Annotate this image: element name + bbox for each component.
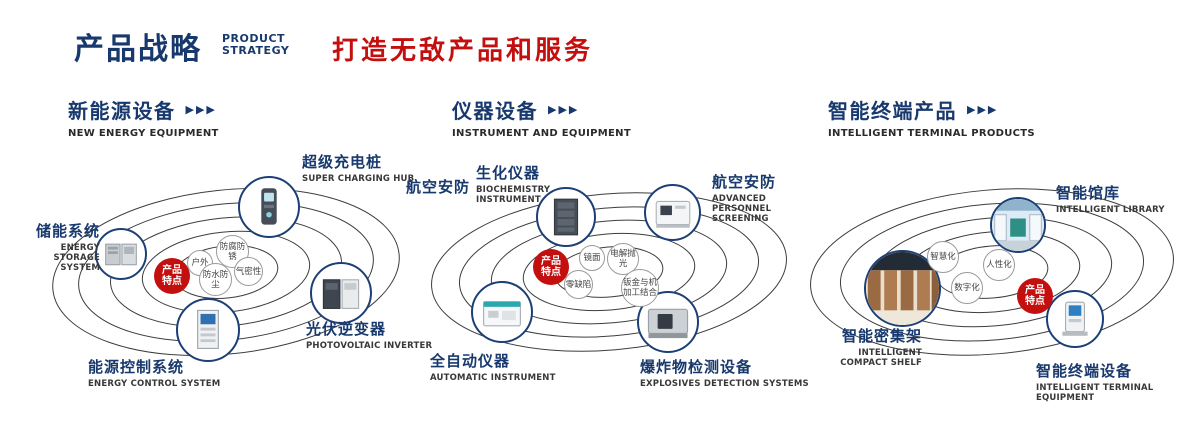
label-automatic: 全自动仪器 AUTOMATIC INSTRUMENT [430, 352, 556, 383]
triple-arrow-icon: ▶▶▶ [967, 103, 999, 116]
label-screening: 航空安防 ADVANCED PERSONNEL SCREENING [712, 173, 777, 224]
biochemistry-rack-image [553, 198, 579, 236]
triple-arrow-icon: ▶▶▶ [185, 103, 217, 116]
feature-bubble: 气密性 [234, 257, 263, 286]
section-title-instrument: 仪器设备 [452, 99, 538, 123]
feature-bubble: 镜面 [579, 245, 605, 271]
feature-bubble: 数字化 [951, 272, 983, 304]
section-header-intelligent: 智能终端产品 ▶▶▶ INTELLIGENT TERMINAL PRODUCTS [828, 95, 1035, 139]
product-circle-terminal [1046, 290, 1104, 348]
product-circle-screening [644, 184, 701, 241]
section-title-intelligent: 智能终端产品 [828, 99, 957, 123]
xray-scanner-image [647, 308, 689, 339]
feature-badge: 产品特点 [1017, 278, 1053, 314]
triple-arrow-icon: ▶▶▶ [548, 103, 580, 116]
control-cabinet-image [197, 309, 219, 349]
charging-pile-image [261, 188, 277, 225]
tagline: 打造无敌产品和服务 [332, 36, 594, 66]
page-title: 产品战略 [74, 32, 202, 67]
label-biochemistry: 生化仪器 BIOCHEMISTRY INSTRUMENT [476, 164, 551, 205]
product-circle-automatic [471, 281, 533, 343]
product-circle-energy-storage [95, 228, 147, 280]
page-title-english-line2: STRATEGY [222, 44, 290, 57]
product-circle-charging-hub [238, 176, 300, 238]
product-circle-energy-control [176, 298, 240, 362]
energy-storage-cabinet-image [105, 243, 137, 266]
screening-machine-image [655, 200, 690, 228]
product-circle-biochemistry [536, 187, 596, 247]
section-subtitle-intelligent: INTELLIGENT TERMINAL PRODUCTS [828, 128, 1035, 139]
feature-bubble: 零缺陷 [564, 270, 593, 299]
label-explosives: 爆炸物检测设备 EXPLOSIVES DETECTION SYSTEMS [640, 358, 809, 389]
library-photo-image [992, 199, 1044, 251]
label-library: 智能馆库 INTELLIGENT LIBRARY [1056, 184, 1165, 215]
label-energy-control: 能源控制系统 ENERGY CONTROL SYSTEM [88, 358, 221, 389]
label-aviation-security-left: 航空安防 [406, 178, 471, 196]
section-subtitle-new-energy: NEW ENERGY EQUIPMENT [68, 128, 219, 139]
page-title-english-line1: PRODUCT [222, 32, 286, 45]
feature-badge: 产品特点 [154, 258, 190, 294]
terminal-kiosk-image [1062, 301, 1088, 336]
product-circle-library [990, 197, 1046, 253]
label-compact-shelf: 智能密集架 INTELLIGENT COMPACT SHELF [840, 327, 922, 368]
label-charging-hub: 超级充电桩 SUPER CHARGING HUB [302, 153, 415, 184]
feature-bubble: 人性化 [983, 249, 1015, 281]
feature-bubble: 智慧化 [927, 241, 959, 273]
automatic-analyzer-image [483, 301, 521, 327]
section-title-new-energy: 新能源设备 [68, 99, 176, 123]
section-header-new-energy: 新能源设备 ▶▶▶ NEW ENERGY EQUIPMENT [68, 95, 219, 139]
label-terminal: 智能终端设备 INTELLIGENT TERMINAL EQUIPMENT [1036, 362, 1154, 403]
section-header-instrument: 仪器设备 ▶▶▶ INSTRUMENT AND EQUIPMENT [452, 95, 631, 139]
label-energy-storage: 储能系统 ENERGY STORAGE SYSTEM [35, 222, 100, 273]
label-pv-inverter: 光伏逆变器 PHOTOVOLTAIC INVERTER [306, 320, 433, 351]
page-title-english: PRODUCT STRATEGY [222, 33, 289, 57]
product-circle-explosives [637, 291, 699, 353]
feature-bubble: 防水防尘 [199, 263, 232, 296]
section-subtitle-instrument: INSTRUMENT AND EQUIPMENT [452, 128, 631, 139]
feature-bubble: 钣金与机加工结合 [621, 269, 659, 307]
feature-badge: 产品特点 [533, 249, 569, 285]
compact-shelf-photo-image [866, 252, 939, 325]
product-circle-pv-inverter [310, 262, 372, 324]
pv-inverter-image [322, 279, 360, 309]
